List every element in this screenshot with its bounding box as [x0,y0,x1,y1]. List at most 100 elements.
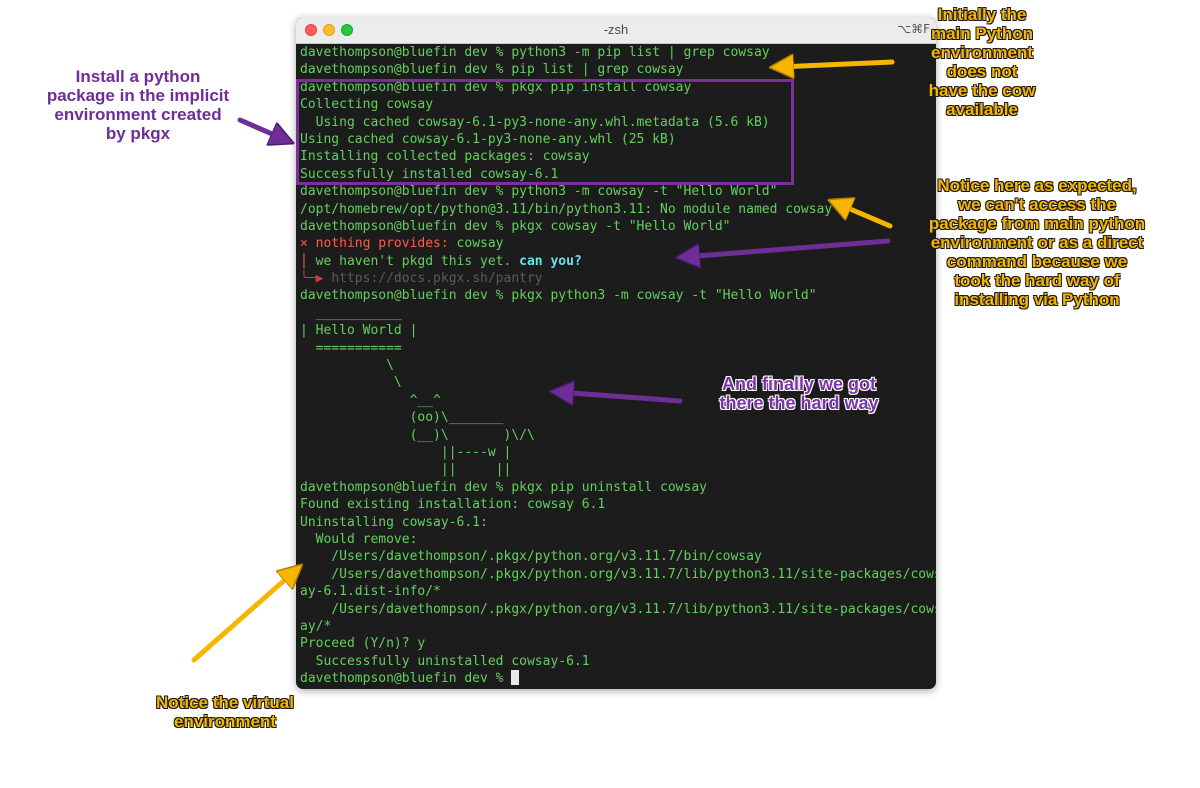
terminal-line: \ [300,374,936,391]
terminal-text: (__)\ )\/\ [300,427,535,443]
terminal-line: (__)\ )\/\ [300,427,936,444]
terminal-line: ay/* [300,618,936,635]
terminal-text: davethompson@bluefin dev % pkgx cowsay -… [300,218,731,234]
terminal-line: Would remove: [300,531,936,548]
arrow-cow [558,392,683,401]
arrow-mid-right-purple [684,238,891,257]
terminal-line: Proceed (Y/n)? y [300,635,936,652]
terminal-text: davethompson@bluefin dev % pkgx python3 … [300,288,817,304]
terminal-text: we haven't pkgd this yet. [315,253,520,269]
terminal-text: Proceed (Y/n)? y [300,636,426,652]
terminal-text: davethompson@bluefin dev % pip list | gr… [300,62,684,78]
terminal-line: Collecting cowsay [300,96,936,113]
terminal-text: =========== [300,340,402,356]
terminal-text: \ [300,358,394,374]
terminal-line: davethompson@bluefin dev % pkgx pip inst… [300,79,936,96]
terminal-line: davethompson@bluefin dev % pkgx pip unin… [300,479,936,496]
terminal-text: │ [300,253,316,269]
terminal-line: ___________ [300,305,936,322]
terminal-text: ||----w | [300,444,512,460]
terminal-text: (oo)\_______ [300,410,504,426]
terminal-line: =========== [300,340,936,357]
terminal-line: ay-6.1.dist-info/* [300,583,936,600]
minimize-button[interactable] [323,24,335,36]
terminal-text: davethompson@bluefin dev % pkgx pip unin… [300,479,707,495]
terminal-text: /Users/davethompson/.pkgx/python.org/v3.… [300,601,936,617]
terminal-line: Using cached cowsay-6.1-py3-none-any.whl… [300,131,936,148]
terminal-text: Would remove: [300,531,418,547]
terminal-text: can you? [519,253,582,269]
terminal-line: Successfully installed cowsay-6.1 [300,166,936,183]
terminal-line: || || [300,461,936,478]
terminal-line: ^__^ [300,392,936,409]
terminal-text: ay-6.1.dist-info/* [300,584,441,600]
arrow-bottom-left [191,570,296,663]
terminal-text: ╰─▶ [300,271,332,287]
terminal-line: | Hello World | [300,322,936,339]
terminal-text: Successfully installed cowsay-6.1 [300,166,559,182]
terminal-line: /Users/davethompson/.pkgx/python.org/v3.… [300,566,936,583]
zoom-button[interactable] [341,24,353,36]
terminal-text: | Hello World | [300,323,418,339]
terminal-line: × nothing provides: cowsay [300,235,936,252]
terminal-line: Uninstalling cowsay-6.1: [300,514,936,531]
arrow-top-left [237,117,286,140]
terminal-line: Installing collected packages: cowsay [300,148,936,165]
terminal-line: davethompson@bluefin dev % python3 -m pi… [300,44,936,61]
terminal-text: \ [300,375,402,391]
terminal-text: davethompson@bluefin dev % [300,671,512,687]
install-highlight-box [296,79,794,185]
terminal-line: ╰─▶ https://docs.pkgx.sh/pantry [300,270,936,287]
terminal-text: Installing collected packages: cowsay [300,149,590,165]
annotation-finally: And finally we got there the hard way [719,374,879,413]
terminal-text: Uninstalling cowsay-6.1: [300,514,488,530]
window-title: -zsh [603,22,629,37]
terminal-line: \ [300,357,936,374]
terminal-text: ay/* [300,618,332,634]
terminal-text: https://docs.pkgx.sh/pantry [331,271,543,287]
annotation-install-implicit: Install a python package in the implicit… [46,67,230,143]
terminal-line: Using cached cowsay-6.1-py3-none-any.whl… [300,114,936,131]
terminal-line: Found existing installation: cowsay 6.1 [300,496,936,513]
terminal-text: /opt/homebrew/opt/python@3.11/bin/python… [300,201,833,217]
terminal-text: || || [300,462,512,478]
terminal-text: davethompson@bluefin dev % pkgx pip inst… [300,79,692,95]
terminal-text: × nothing provides: [300,236,457,252]
terminal-line: davethompson@bluefin dev % pkgx python3 … [300,287,936,304]
terminal-line: davethompson@bluefin dev % python3 -m co… [300,183,936,200]
terminal-text: davethompson@bluefin dev % python3 -m co… [300,184,778,200]
terminal-line: /opt/homebrew/opt/python@3.11/bin/python… [300,201,936,218]
close-button[interactable] [305,24,317,36]
annotation-main-env: Initially the main Python environment do… [928,5,1036,119]
annotation-virtual-env: Notice the virtual environment [156,693,294,731]
arrow-mid-right-orange [836,203,893,229]
terminal-line: │ we haven't pkgd this yet. can you? [300,253,936,270]
terminal-line: /Users/davethompson/.pkgx/python.org/v3.… [300,548,936,565]
arrow-top-right [778,62,895,67]
terminal-text: ___________ [300,305,402,321]
terminal-line: davethompson@bluefin dev % pip list | gr… [300,61,936,78]
terminal-line: (oo)\_______ [300,409,936,426]
terminal-text: Successfully uninstalled cowsay-6.1 [300,653,590,669]
terminal-line: /Users/davethompson/.pkgx/python.org/v3.… [300,601,936,618]
annotation-cant-access: Notice here as expected, we can't access… [928,176,1146,309]
terminal-text: cowsay [456,236,504,252]
terminal-text: Collecting cowsay [300,97,434,113]
terminal-text: Found existing installation: cowsay 6.1 [300,497,606,513]
terminal-output[interactable]: davethompson@bluefin dev % python3 -m pi… [300,44,936,689]
terminal-line: davethompson@bluefin dev % [300,670,936,687]
terminal-text: Using cached cowsay-6.1-py3-none-any.whl… [300,114,770,130]
terminal-line: davethompson@bluefin dev % pkgx cowsay -… [300,218,936,235]
window-shortcut: ⌥⌘F [897,22,930,36]
terminal-text: ^__^ [300,392,441,408]
terminal-text: /Users/davethompson/.pkgx/python.org/v3.… [300,566,936,582]
terminal-cursor [511,670,520,686]
title-bar[interactable]: -zsh ⌥⌘F [296,17,936,44]
terminal-line: Successfully uninstalled cowsay-6.1 [300,653,936,670]
terminal-text: Using cached cowsay-6.1-py3-none-any.whl… [300,131,676,147]
terminal-line: ||----w | [300,444,936,461]
terminal-text: davethompson@bluefin dev % python3 -m pi… [300,45,770,60]
terminal-window[interactable]: -zsh ⌥⌘F davethompson@bluefin dev % pyth… [296,17,936,689]
terminal-text: /Users/davethompson/.pkgx/python.org/v3.… [300,549,762,565]
